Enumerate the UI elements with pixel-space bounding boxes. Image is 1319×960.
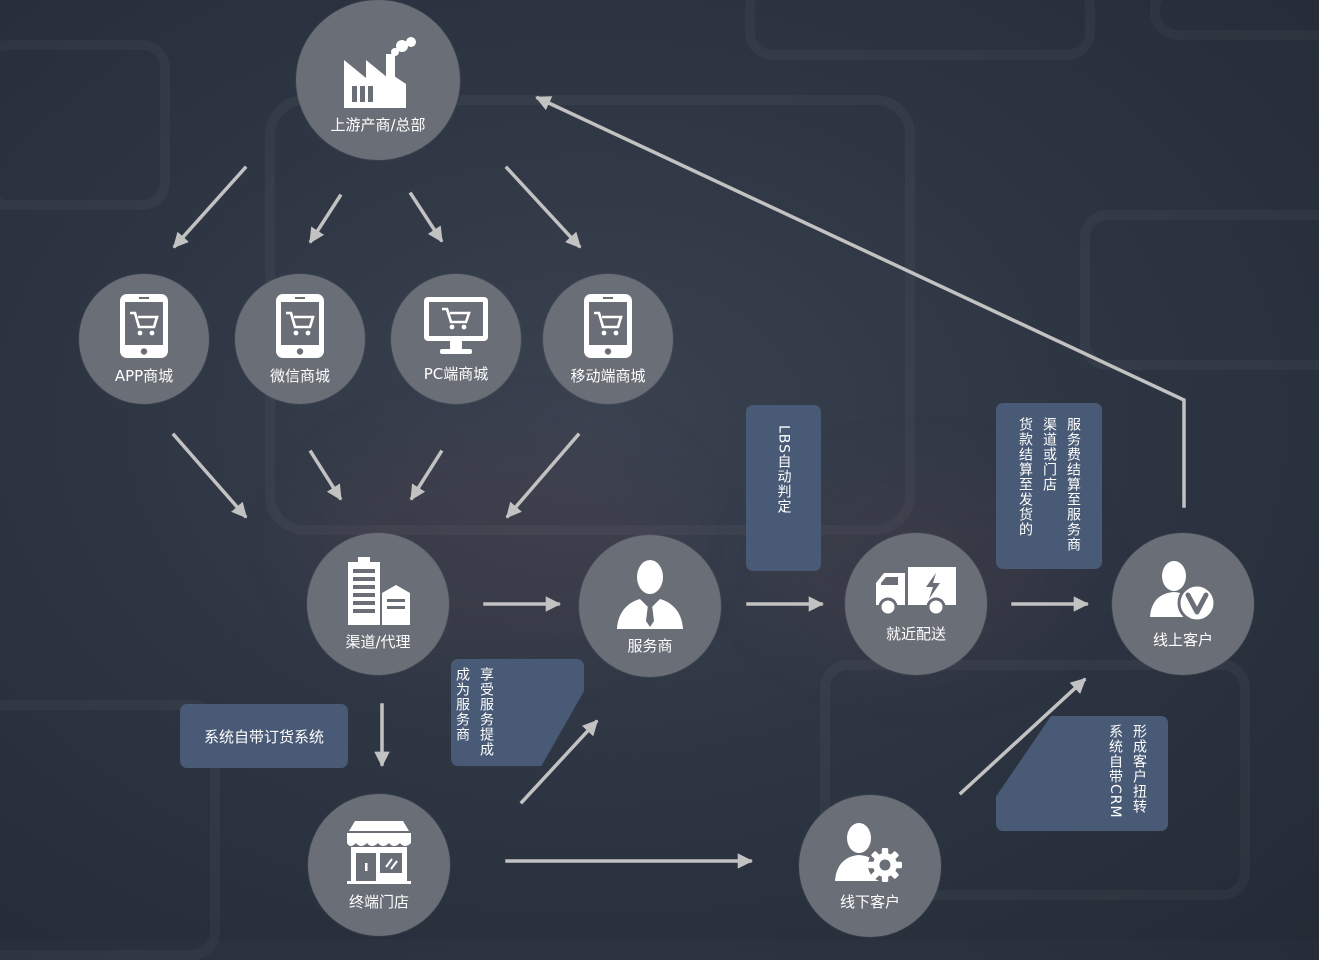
node-label: 微信商城 [269,366,330,385]
note-text: 享受服务提成 [478,667,494,757]
arrow-upstream-to-pc [408,191,444,243]
arrow-upstream-to-mobile [504,165,582,249]
monitor-cart-icon [424,296,488,354]
arrow-online-to-upstream [535,95,1186,508]
node-label: 终端门店 [348,892,409,911]
note-text: 服务费结算至服务商 [1065,417,1081,552]
note-text: LBS自动判定 [775,425,792,515]
note-ordering-system: 系统自带订货系统 [180,704,348,768]
arrow-upstream-to-wechat [308,193,343,244]
arrow-wechat-to-channel [308,449,343,501]
phone-cart-icon [584,293,632,358]
note-text: 形成客户扭转 [1131,724,1147,814]
node-label: PC端商城 [423,364,489,383]
arrow-pc-to-channel [409,449,444,501]
note-text: 成为服务商 [454,667,470,742]
arrow-mobile-to-channel [505,432,581,519]
node-channel-agent[interactable]: 渠道/代理 [307,533,449,675]
note-text: 系统自带CRM [1107,724,1123,819]
arrow-app-to-channel [171,432,248,519]
node-label: 渠道/代理 [345,632,411,651]
phone-cart-icon [276,293,324,358]
node-label: APP商城 [114,366,174,385]
node-app-mall[interactable]: APP商城 [79,274,209,404]
node-pc-mall[interactable]: PC端商城 [391,274,521,404]
node-offline-customer[interactable]: 线下客户 [799,795,941,937]
note-lbs: LBS自动判定 [746,405,821,571]
note-text: 系统自带订货系统 [203,727,324,746]
node-service-provider[interactable]: 服务商 [579,535,721,677]
node-nearby-delivery[interactable]: 就近配送 [845,533,987,675]
node-upstream[interactable]: 上游产商/总部 [296,0,460,160]
phone-cart-icon [120,293,168,358]
factory-icon [344,36,416,108]
note-text: 渠道或门店 [1041,417,1057,492]
node-online-customer[interactable]: 线上客户 [1112,533,1254,675]
node-terminal-store[interactable]: 终端门店 [308,794,450,936]
arrow-store-to-service [519,719,599,805]
delivery-truck-icon [876,566,956,616]
flow-arrows [171,95,1186,869]
user-v-icon [1150,560,1217,622]
arrow-upstream-to-app [172,165,248,249]
arrow-offline-to-online [958,677,1087,796]
note-settlement: 服务费结算至服务商 渠道或门店 货款结算至发货的 [996,403,1102,569]
node-label: 就近配送 [885,624,946,643]
node-label: 服务商 [627,636,673,655]
node-label: 移动端商城 [570,366,646,385]
node-mobile-mall[interactable]: 移动端商城 [543,274,673,404]
building-icon [348,556,410,625]
node-label: 线下客户 [839,892,900,911]
node-wechat-mall[interactable]: 微信商城 [235,274,365,404]
node-label: 上游产商/总部 [330,115,426,134]
user-gear-icon [835,822,902,882]
node-label: 线上客户 [1152,630,1213,649]
businessman-icon [617,559,683,629]
note-text: 货款结算至发货的 [1017,417,1033,537]
storefront-icon [347,820,411,884]
